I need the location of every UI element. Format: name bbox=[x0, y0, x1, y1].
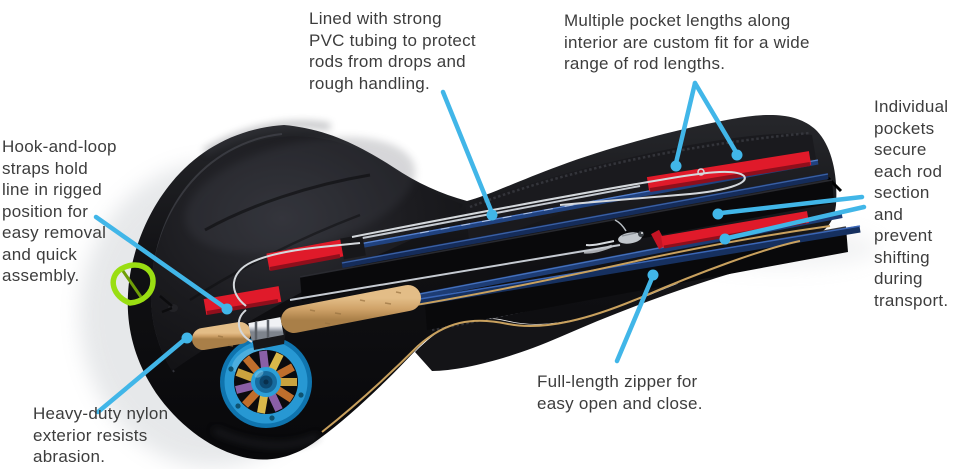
callout-text-pvc-lining: Lined with strong PVC tubing to protect … bbox=[309, 9, 476, 93]
callout-pointers bbox=[93, 80, 867, 415]
callout-dot-individual-a bbox=[712, 208, 724, 220]
callout-text-individual-pockets: Individual pockets secure each rod secti… bbox=[874, 97, 949, 310]
callout-line-nylon bbox=[95, 337, 187, 415]
callout-line-pockets-right bbox=[692, 80, 739, 155]
leader-line-loops bbox=[232, 168, 746, 343]
callout-line-individual-a bbox=[718, 194, 865, 216]
fly-reel bbox=[220, 336, 312, 428]
callout-dot-nylon bbox=[181, 332, 193, 344]
callout-line-zipper bbox=[614, 275, 655, 364]
rod-handle bbox=[192, 285, 421, 350]
spool-line-segments bbox=[235, 350, 297, 414]
callout-text-nylon-exterior: Heavy-duty nylon exterior resists abrasi… bbox=[33, 404, 169, 466]
fly-line-gold bbox=[321, 225, 831, 433]
callout-line-pvc bbox=[440, 89, 495, 216]
cork-texture bbox=[217, 291, 402, 347]
callout-line-pockets-left bbox=[673, 80, 698, 166]
callout-text-zipper: Full-length zipper for easy open and clo… bbox=[537, 372, 703, 413]
fly-streamer bbox=[583, 219, 644, 254]
callout-dot-hook bbox=[221, 303, 233, 315]
callout-text-hook-and-loop: Hook-and-loop straps hold line in rigged… bbox=[2, 137, 117, 285]
callout-dot-pvc bbox=[486, 209, 498, 221]
callout-dot-zipper bbox=[647, 269, 659, 281]
carabiner-clip bbox=[110, 262, 179, 314]
callout-line-hook bbox=[93, 214, 227, 310]
callout-text-pocket-lengths: Multiple pocket lengths along interior a… bbox=[564, 11, 810, 73]
callout-dot-individual-b bbox=[719, 233, 731, 245]
callout-dot-pockets-right bbox=[731, 149, 743, 161]
callout-line-individual-b bbox=[725, 204, 867, 241]
callout-dot-pockets-left bbox=[670, 160, 682, 172]
